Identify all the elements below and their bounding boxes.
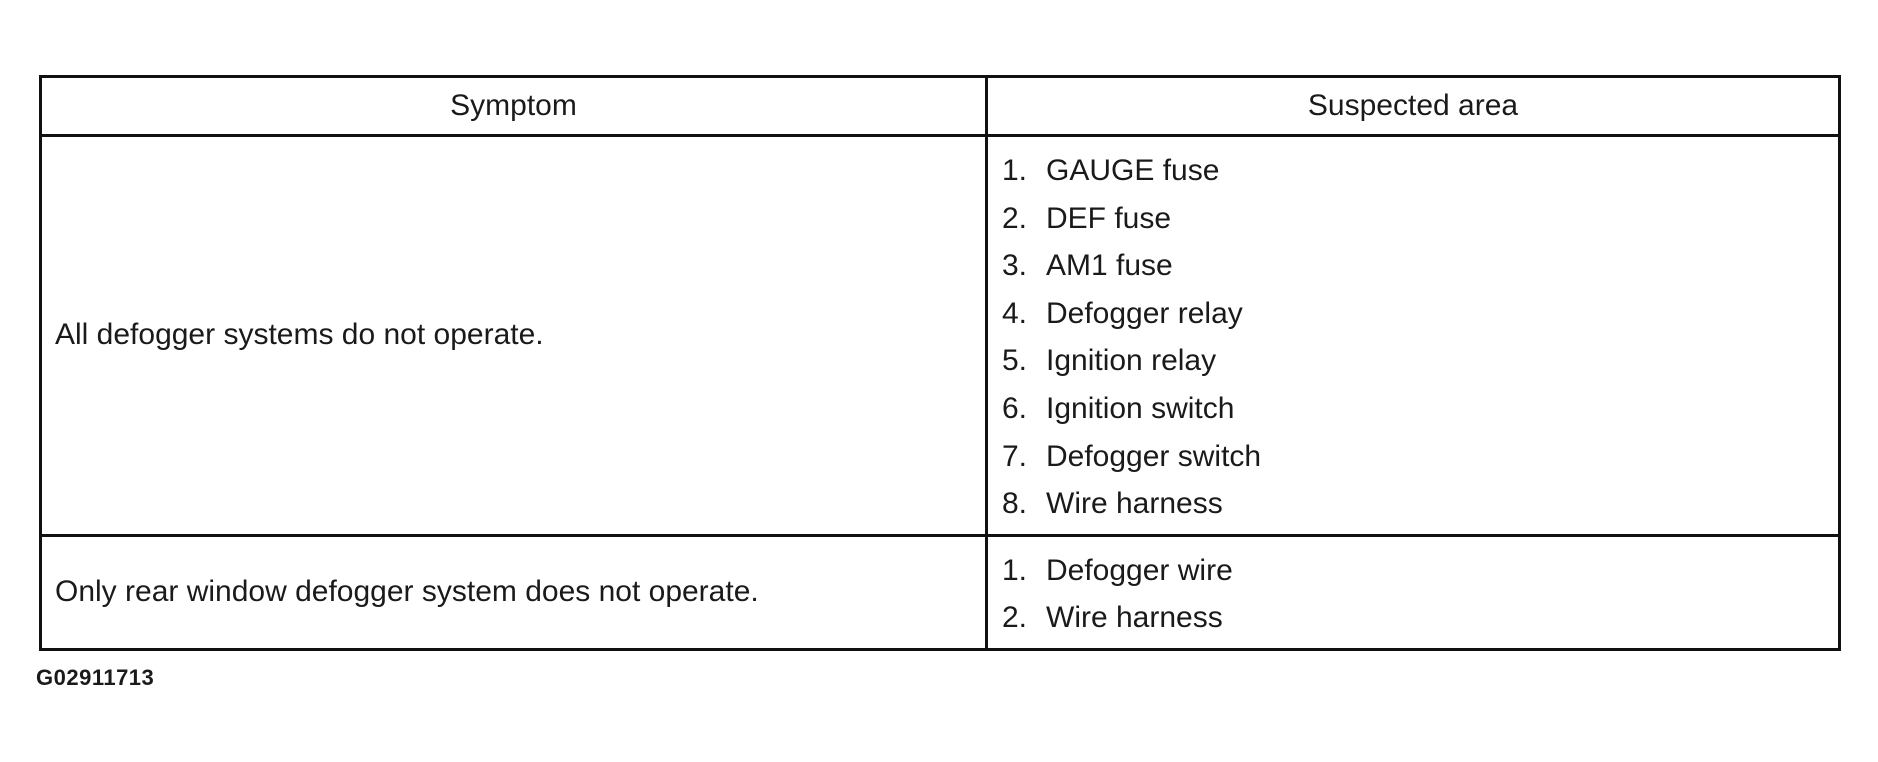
list-item: 4. Defogger relay bbox=[1002, 290, 1838, 338]
suspected-area-cell: 1. GAUGE fuse 2. DEF fuse 3. AM1 fuse 4. Def… bbox=[985, 134, 1841, 537]
item-text: Wire harness bbox=[1046, 601, 1223, 635]
suspected-area-column-header: Suspected area bbox=[985, 75, 1841, 137]
item-number: 8. bbox=[1002, 487, 1028, 521]
suspected-area-list: 1. GAUGE fuse 2. DEF fuse 3. AM1 fuse 4. Def… bbox=[1002, 147, 1838, 528]
symptom-cell: All defogger systems do not operate. bbox=[39, 134, 988, 537]
table-header-row: Symptom Suspected area bbox=[39, 75, 1841, 137]
item-text: Defogger switch bbox=[1046, 439, 1262, 473]
item-text: AM1 fuse bbox=[1046, 249, 1173, 283]
item-text: Ignition switch bbox=[1046, 391, 1235, 425]
item-text: Defogger relay bbox=[1046, 296, 1243, 330]
item-number: 1. bbox=[1002, 553, 1028, 587]
list-item: 7. Defogger switch bbox=[1002, 433, 1838, 481]
list-item: 1. GAUGE fuse bbox=[1002, 147, 1838, 195]
item-text: Wire harness bbox=[1046, 487, 1223, 521]
item-number: 2. bbox=[1002, 601, 1028, 635]
item-number: 2. bbox=[1002, 201, 1028, 235]
symptom-cell: Only rear window defogger system does no… bbox=[39, 533, 988, 651]
suspected-area-list: 1. Defogger wire 2. Wire harness bbox=[1002, 547, 1838, 642]
item-number: 3. bbox=[1002, 249, 1028, 283]
list-item: 2. Wire harness bbox=[1002, 594, 1838, 642]
item-number: 4. bbox=[1002, 296, 1028, 330]
suspected-area-cell: 1. Defogger wire 2. Wire harness bbox=[985, 533, 1841, 651]
list-item: 8. Wire harness bbox=[1002, 480, 1838, 528]
item-number: 6. bbox=[1002, 391, 1028, 425]
list-item: 3. AM1 fuse bbox=[1002, 242, 1838, 290]
symptom-column-header: Symptom bbox=[39, 75, 988, 137]
list-item: 5. Ignition relay bbox=[1002, 337, 1838, 385]
item-text: GAUGE fuse bbox=[1046, 154, 1220, 187]
item-text: DEF fuse bbox=[1046, 201, 1172, 235]
table-row: All defogger systems do not operate. 1. G… bbox=[39, 134, 1841, 537]
list-item: 6. Ignition switch bbox=[1002, 385, 1838, 433]
figure-id-label: G02911713 bbox=[36, 665, 155, 690]
list-item: 1. Defogger wire bbox=[1002, 547, 1838, 595]
symptom-table: Symptom Suspected area All defogger syst… bbox=[39, 75, 1841, 651]
table-row: Only rear window defogger system does no… bbox=[39, 533, 1841, 651]
item-number: 5. bbox=[1002, 344, 1028, 378]
item-text: Defogger wire bbox=[1046, 553, 1233, 587]
item-number: 7. bbox=[1002, 439, 1028, 473]
list-item: 2. DEF fuse bbox=[1002, 195, 1838, 243]
item-text: Ignition relay bbox=[1046, 344, 1217, 378]
item-number: 1. bbox=[1002, 154, 1028, 187]
